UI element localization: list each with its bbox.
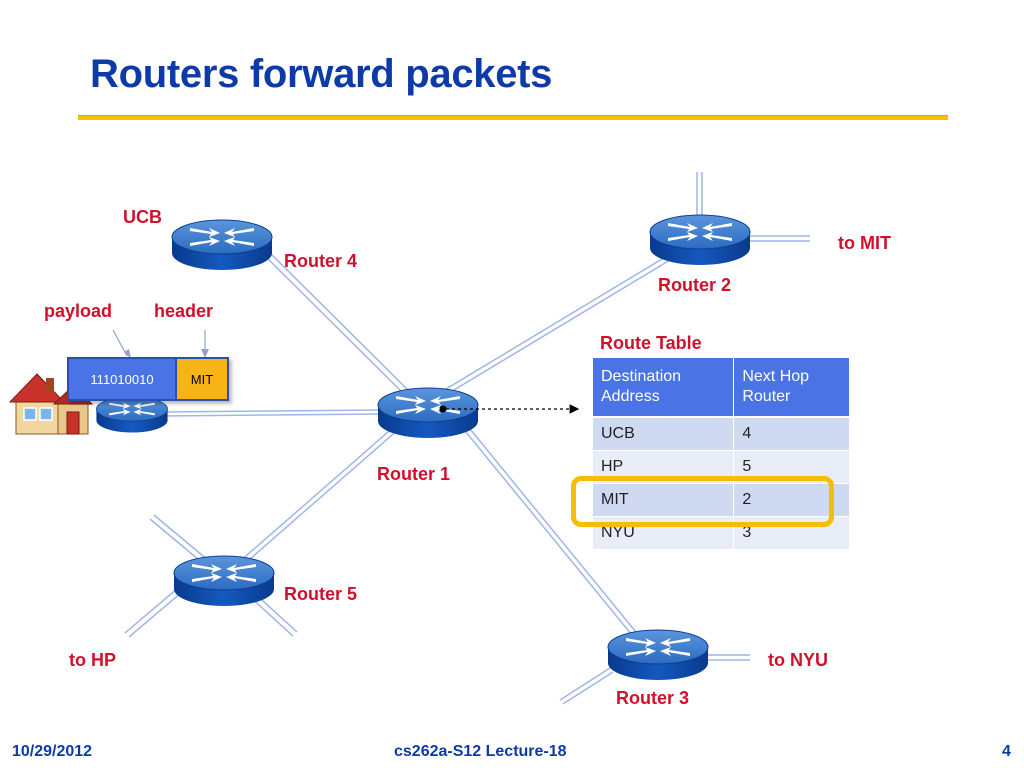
link-r2-mit <box>748 235 810 242</box>
column-header-next-hop: Next Hop Router <box>733 358 849 418</box>
packet-header: MIT <box>177 357 229 401</box>
link-r1-r2 <box>445 252 676 394</box>
destination-cell: UCB <box>593 417 735 451</box>
link-r3-nyu <box>700 654 750 661</box>
to-nyu-label: to NYU <box>768 650 828 670</box>
page-number: 4 <box>1002 743 1011 760</box>
link-r4-r1 <box>264 251 413 399</box>
router2-label: Router 2 <box>658 275 732 295</box>
header-label: header <box>154 301 214 321</box>
destination-cell: MIT <box>593 483 735 517</box>
link-r1-r3 <box>447 406 641 641</box>
slide-title: Routers forward packets <box>90 52 553 96</box>
link-r5-up <box>149 514 210 566</box>
to-mit-label: to MIT <box>838 233 891 253</box>
payload-label: payload <box>44 301 113 321</box>
next-hop-cell: 4 <box>733 417 849 451</box>
router-icon <box>171 219 273 271</box>
router-icon <box>607 629 709 681</box>
router-icon <box>377 387 479 439</box>
router-icon <box>96 396 168 433</box>
to-hp-label: to HP <box>69 650 116 670</box>
packet: 111010010 MIT <box>67 357 229 401</box>
ucb-label: UCB <box>123 207 162 227</box>
router3-label: Router 3 <box>616 688 690 708</box>
title-underline <box>78 115 948 120</box>
column-header-destination: Destination Address <box>593 358 735 418</box>
link-r1-r5 <box>237 417 409 567</box>
link-r5-hp <box>124 587 183 638</box>
link-r1-edge <box>159 409 383 417</box>
footer-course: cs262a-S12 Lecture-18 <box>394 743 567 760</box>
footer-date: 10/29/2012 <box>12 743 93 760</box>
lookup-dot <box>439 405 447 413</box>
router1-label: Router 1 <box>377 464 451 484</box>
router4-label: Router 4 <box>284 251 358 271</box>
route-table-title: Route Table <box>600 333 702 353</box>
router-icon <box>173 555 275 607</box>
router5-label: Router 5 <box>284 584 358 604</box>
mit-row-highlight <box>571 476 834 527</box>
link-r3-down <box>559 667 614 705</box>
packet-payload: 111010010 <box>67 357 177 401</box>
table-row: MIT 2 <box>593 483 849 517</box>
link-r2-up <box>696 172 703 220</box>
router-icon <box>649 214 751 266</box>
table-row: UCB 4 <box>593 417 849 451</box>
